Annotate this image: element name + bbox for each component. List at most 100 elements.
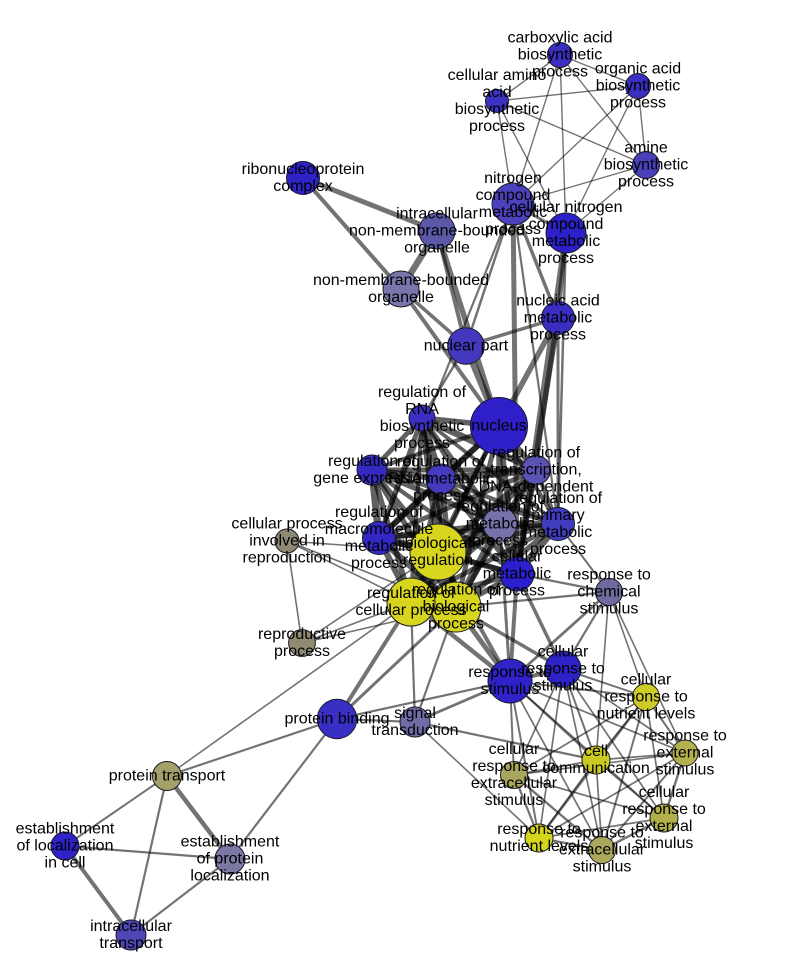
svg-text:process: process [472, 532, 528, 549]
svg-text:process: process [618, 173, 674, 190]
svg-text:metabolic: metabolic [345, 538, 413, 555]
svg-text:acid: acid [482, 84, 511, 101]
svg-text:biosynthetic: biosynthetic [596, 77, 681, 94]
svg-text:biosynthetic: biosynthetic [604, 156, 689, 173]
svg-text:nucleus: nucleus [471, 417, 526, 434]
svg-text:metabolic: metabolic [524, 524, 592, 541]
svg-text:establishment: establishment [181, 833, 280, 850]
svg-text:regulation of: regulation of [397, 453, 486, 470]
svg-text:cellular process: cellular process [355, 602, 466, 619]
svg-text:transduction: transduction [371, 722, 458, 739]
svg-text:process: process [532, 63, 588, 80]
svg-text:response to: response to [521, 660, 605, 677]
svg-text:response to: response to [468, 664, 552, 681]
svg-text:regulation of: regulation of [335, 504, 424, 521]
svg-text:cellular: cellular [492, 548, 543, 565]
svg-text:process: process [274, 643, 330, 660]
svg-text:biological: biological [405, 535, 472, 552]
svg-text:external: external [657, 744, 714, 761]
svg-text:DNA-dependent: DNA-dependent [479, 478, 594, 495]
svg-text:regulation of: regulation of [456, 498, 545, 515]
svg-text:cellular: cellular [639, 784, 690, 801]
svg-text:external: external [636, 818, 693, 835]
svg-text:metabolic: metabolic [479, 204, 547, 221]
svg-text:extracellular: extracellular [471, 775, 558, 792]
svg-text:of protein: of protein [197, 850, 264, 867]
svg-text:cellular nitrogen: cellular nitrogen [510, 199, 623, 216]
svg-text:carboxylic acid: carboxylic acid [508, 29, 613, 46]
svg-text:response to: response to [567, 566, 651, 583]
svg-text:metabolic: metabolic [532, 233, 600, 250]
svg-text:metabolic: metabolic [466, 515, 534, 532]
svg-text:intracellular: intracellular [90, 918, 172, 935]
svg-text:compound: compound [529, 216, 604, 233]
svg-text:stimulus: stimulus [580, 600, 639, 617]
svg-text:complex: complex [273, 178, 333, 195]
svg-text:biosynthetic: biosynthetic [380, 418, 465, 435]
svg-text:response to: response to [643, 727, 727, 744]
svg-text:cell: cell [584, 743, 608, 760]
svg-text:non-membrane-bounded: non-membrane-bounded [313, 272, 489, 289]
svg-text:cellular: cellular [489, 741, 540, 758]
svg-text:reproductive: reproductive [258, 626, 346, 643]
svg-text:process: process [530, 541, 586, 558]
svg-text:cellular: cellular [621, 671, 672, 688]
svg-text:regulation: regulation [403, 552, 473, 569]
svg-text:gene expression: gene expression [313, 470, 430, 487]
svg-text:cellular amino: cellular amino [448, 67, 547, 84]
svg-text:response to: response to [472, 758, 556, 775]
svg-text:communication: communication [542, 760, 650, 777]
svg-text:organelle: organelle [368, 289, 434, 306]
svg-text:process: process [394, 435, 450, 452]
svg-text:in cell: in cell [45, 854, 86, 871]
svg-text:nitrogen: nitrogen [484, 170, 542, 187]
svg-text:biosynthetic: biosynthetic [518, 46, 603, 63]
svg-text:stimulus: stimulus [481, 681, 540, 698]
svg-text:stimulus: stimulus [573, 858, 632, 875]
svg-text:cellular process: cellular process [231, 515, 342, 532]
svg-text:nucleic acid: nucleic acid [516, 292, 600, 309]
svg-text:stimulus: stimulus [635, 835, 694, 852]
svg-text:amine: amine [624, 139, 668, 156]
svg-text:ribonucleoprotein: ribonucleoprotein [242, 161, 365, 178]
svg-text:response to: response to [622, 801, 706, 818]
svg-text:chemical: chemical [577, 583, 640, 600]
svg-text:signal: signal [394, 705, 436, 722]
svg-text:process: process [485, 221, 541, 238]
svg-text:stimulus: stimulus [485, 792, 544, 809]
svg-text:biological: biological [423, 598, 490, 615]
svg-text:transcription,: transcription, [490, 461, 582, 478]
svg-text:primary: primary [531, 507, 584, 524]
svg-text:RNA: RNA [405, 401, 439, 418]
svg-text:response to: response to [497, 821, 581, 838]
svg-text:nutrient levels: nutrient levels [597, 705, 696, 722]
svg-text:stimulus: stimulus [534, 677, 593, 694]
svg-text:response to: response to [604, 688, 688, 705]
svg-text:process: process [610, 94, 666, 111]
svg-text:regulation of: regulation of [367, 585, 456, 602]
svg-text:process: process [469, 118, 525, 135]
svg-text:process: process [530, 326, 586, 343]
svg-text:organic acid: organic acid [595, 60, 681, 77]
svg-text:stimulus: stimulus [656, 761, 715, 778]
svg-text:regulation of: regulation of [492, 444, 581, 461]
svg-text:macromolecule: macromolecule [325, 521, 434, 538]
svg-text:process: process [428, 615, 484, 632]
svg-text:biosynthetic: biosynthetic [455, 101, 540, 118]
svg-text:transport: transport [99, 935, 163, 952]
svg-text:involved in: involved in [249, 532, 325, 549]
svg-text:extracellular: extracellular [559, 841, 646, 858]
svg-text:regulation of: regulation of [514, 490, 603, 507]
svg-text:metabolic: metabolic [483, 565, 551, 582]
svg-text:nuclear part: nuclear part [424, 337, 509, 354]
svg-text:RNA metabolic: RNA metabolic [388, 470, 494, 487]
svg-text:compound: compound [476, 187, 551, 204]
svg-text:reproduction: reproduction [243, 549, 332, 566]
svg-text:process: process [538, 250, 594, 267]
svg-text:process: process [489, 582, 545, 599]
svg-text:cellular: cellular [538, 643, 589, 660]
svg-text:nutrient levels: nutrient levels [490, 838, 589, 855]
svg-text:protein transport: protein transport [109, 767, 226, 784]
svg-text:establishment: establishment [16, 820, 115, 837]
svg-text:intracellular: intracellular [396, 205, 478, 222]
